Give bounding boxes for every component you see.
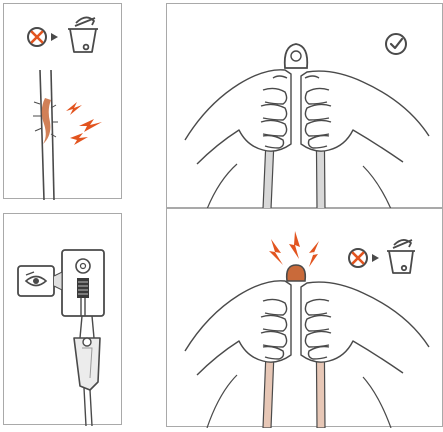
connector-handle (74, 316, 100, 426)
arrow-right-icon (372, 254, 379, 262)
x-circle-icon (349, 249, 367, 267)
lightning-icon (66, 102, 102, 145)
panel-flex-test-failure (166, 208, 443, 427)
hands-flex-ok-illustration (167, 4, 443, 209)
connector-illustration (4, 214, 123, 426)
cable-loop (285, 44, 308, 68)
eye-icon (18, 266, 54, 296)
left-hand (185, 70, 291, 164)
x-circle-icon (28, 28, 46, 46)
damaged-loop (287, 265, 306, 281)
arrow-right-icon (51, 33, 58, 41)
lightning-icon (269, 231, 319, 267)
check-circle-icon (386, 34, 406, 54)
panel-damaged-cord (3, 3, 122, 199)
right-hand (301, 71, 429, 162)
sleeve-lines (207, 164, 391, 209)
panel-flex-test-ok (166, 3, 443, 208)
right-hand (301, 282, 429, 373)
connector-detail (54, 250, 104, 316)
damaged-cord-illustration (4, 4, 123, 200)
trash-bin-icon (387, 240, 415, 273)
trash-bin-icon (68, 17, 98, 52)
panel-inspect-connector (3, 213, 122, 425)
hands-flex-fail-illustration (167, 209, 443, 428)
sleeve-lines (207, 375, 391, 428)
left-hand (185, 281, 291, 375)
cord-damage (33, 70, 58, 200)
